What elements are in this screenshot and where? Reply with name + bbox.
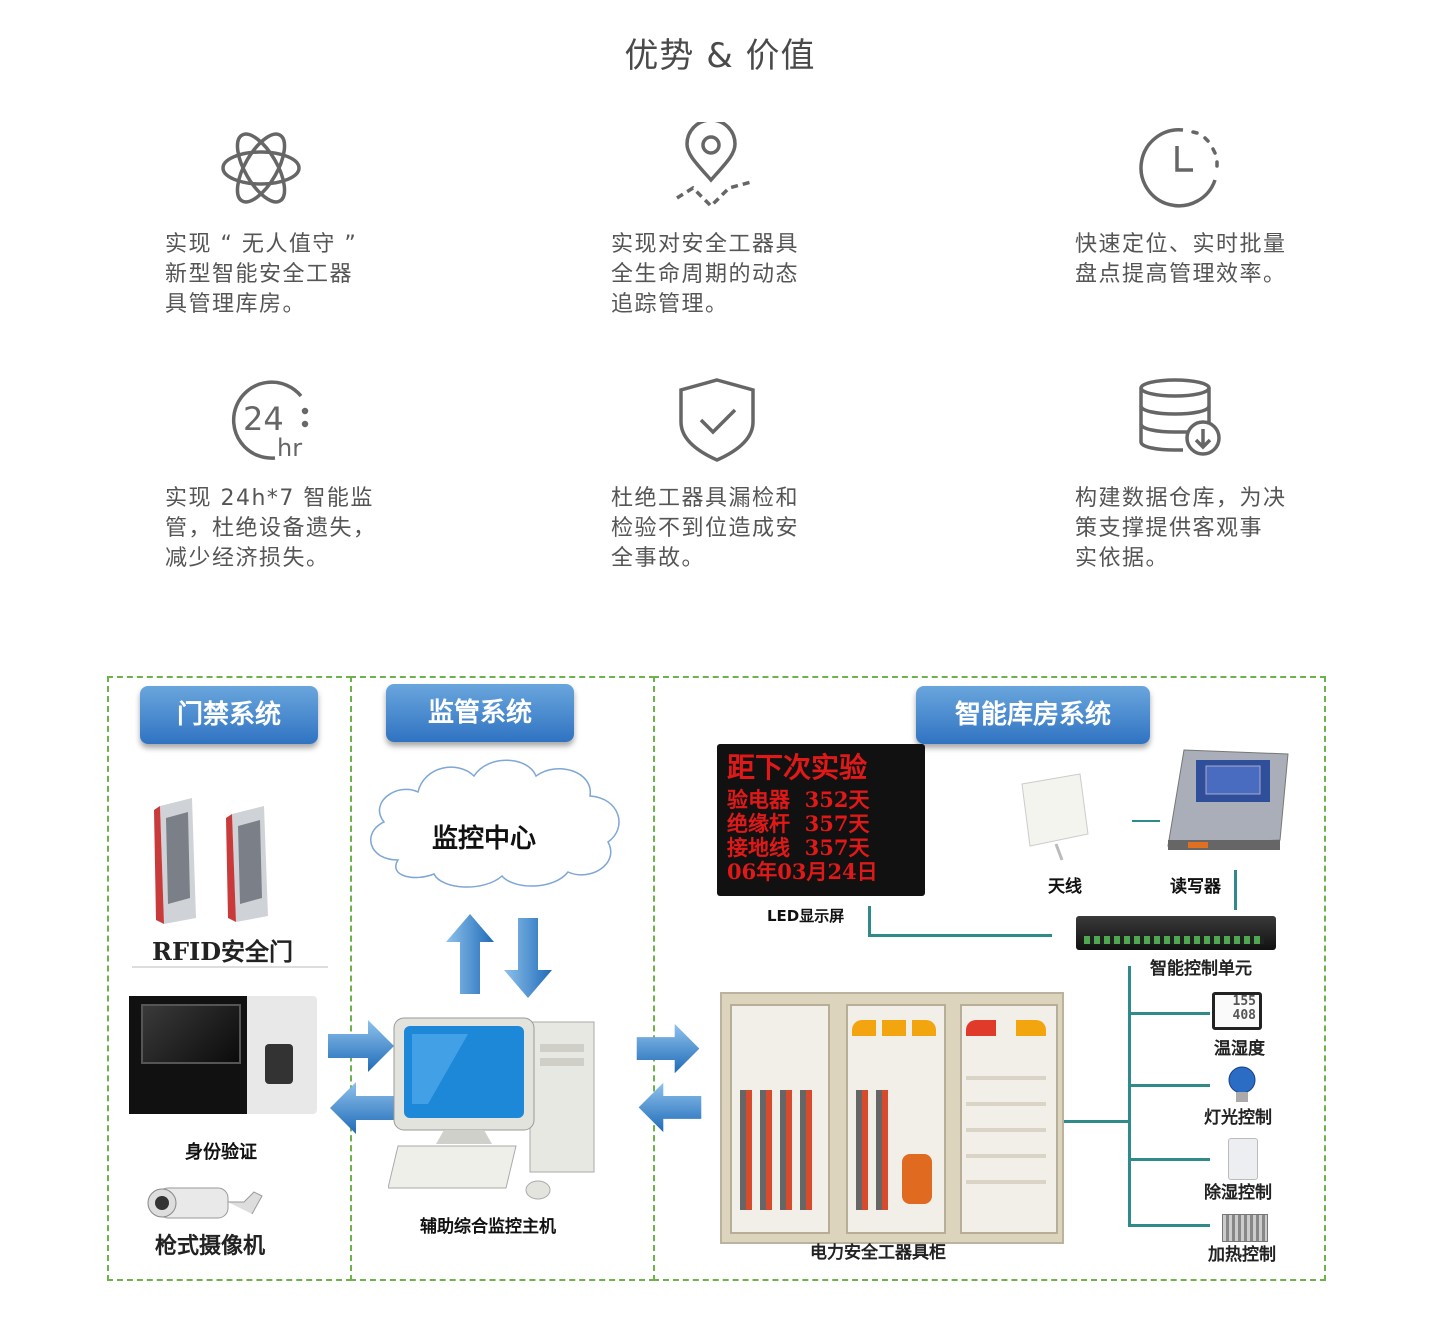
shield-check-icon xyxy=(679,378,755,462)
antenna-label: 天线 xyxy=(1048,877,1082,897)
humidity-readout: 408 xyxy=(1232,1008,1256,1023)
location-route-icon xyxy=(676,122,752,209)
temp-humidity-label: 温湿度 xyxy=(1214,1039,1265,1059)
database-download-icon xyxy=(1139,378,1221,456)
led-display: 距下次实验 验电器 352天 绝缘杆 357天 接地线 357天 06年03月2… xyxy=(717,744,925,896)
heater-icon xyxy=(1222,1214,1268,1242)
feature-text: 快速定位、实时批量盘点提高管理效率。 xyxy=(1075,232,1287,287)
monitoring-title: 监管系统 xyxy=(386,684,574,742)
feature-text: 实现 24h*7 智能监管，杜绝设备遗失，减少经济损失。 xyxy=(165,486,377,571)
bullet-camera-label: 枪式摄像机 xyxy=(155,1233,266,1259)
temp-readout: 155 xyxy=(1232,994,1256,1009)
light-bulb-icon xyxy=(1228,1066,1256,1102)
cloud-icon xyxy=(370,759,620,888)
atom-icon xyxy=(221,132,301,204)
divider xyxy=(132,966,328,968)
led-line: 距下次实验 xyxy=(727,751,868,784)
rfid-gate-label: RFID安全门 xyxy=(152,937,294,966)
left-right-arrows xyxy=(636,1023,702,1133)
heating-control-label: 加热控制 xyxy=(1208,1245,1276,1265)
monitoring-center-label: 监控中心 xyxy=(432,824,537,854)
feature-text: 实现 “ 无人值守 ”新型智能安全工器具管理库房。 xyxy=(165,232,358,317)
24hr-icon: 24 hr xyxy=(231,380,309,462)
monitoring-host-computer xyxy=(388,1017,595,1200)
safety-tool-cabinet xyxy=(720,992,1064,1244)
antenna-icon xyxy=(1021,773,1089,861)
monitoring-host-label: 辅助综合监控主机 xyxy=(420,1217,556,1237)
safety-tool-cabinet-label: 电力安全工器具柜 xyxy=(810,1243,946,1263)
led-line: 06年03月24日 xyxy=(727,859,878,884)
identity-verification-label: 身份验证 xyxy=(185,1142,257,1163)
fingerprint-terminal xyxy=(129,996,317,1114)
hr-unit: hr xyxy=(277,434,302,462)
smart-warehouse-title: 智能库房系统 xyxy=(916,686,1150,744)
access-control-title: 门禁系统 xyxy=(140,686,318,744)
feature-text: 实现对安全工器具全生命周期的动态追踪管理。 xyxy=(611,232,800,317)
led-line: 绝缘杆 357天 xyxy=(727,811,870,836)
led-line: 验电器 352天 xyxy=(727,787,870,812)
up-down-arrows xyxy=(446,914,552,998)
rfid-gate-icon xyxy=(154,798,268,924)
24-number: 24 xyxy=(243,400,284,438)
dehumidifier-icon xyxy=(1228,1138,1258,1180)
smart-control-unit xyxy=(1076,916,1276,950)
feature-text: 构建数据仓库，为决策支撑提供客观事实依据。 xyxy=(1075,486,1287,571)
clock-icon xyxy=(1139,128,1219,208)
dehumidify-control-label: 除湿控制 xyxy=(1204,1183,1272,1203)
led-display-label: LED显示屏 xyxy=(767,907,845,925)
reader-label: 读写器 xyxy=(1170,877,1221,897)
feature-text: 杜绝工器具漏检和检验不到位造成安全事故。 xyxy=(611,486,800,571)
reader-icon xyxy=(1167,749,1289,850)
led-line: 接地线 357天 xyxy=(727,835,870,860)
left-right-arrows xyxy=(328,1020,396,1134)
light-control-label: 灯光控制 xyxy=(1204,1108,1272,1128)
smart-control-unit-label: 智能控制单元 xyxy=(1150,959,1252,979)
smart-warehouse-section xyxy=(653,676,1326,1281)
page-title: 优势 & 价值 xyxy=(624,36,816,76)
temp-humidity-meter: 155 408 xyxy=(1212,992,1262,1030)
bullet-camera-icon xyxy=(147,1187,263,1219)
